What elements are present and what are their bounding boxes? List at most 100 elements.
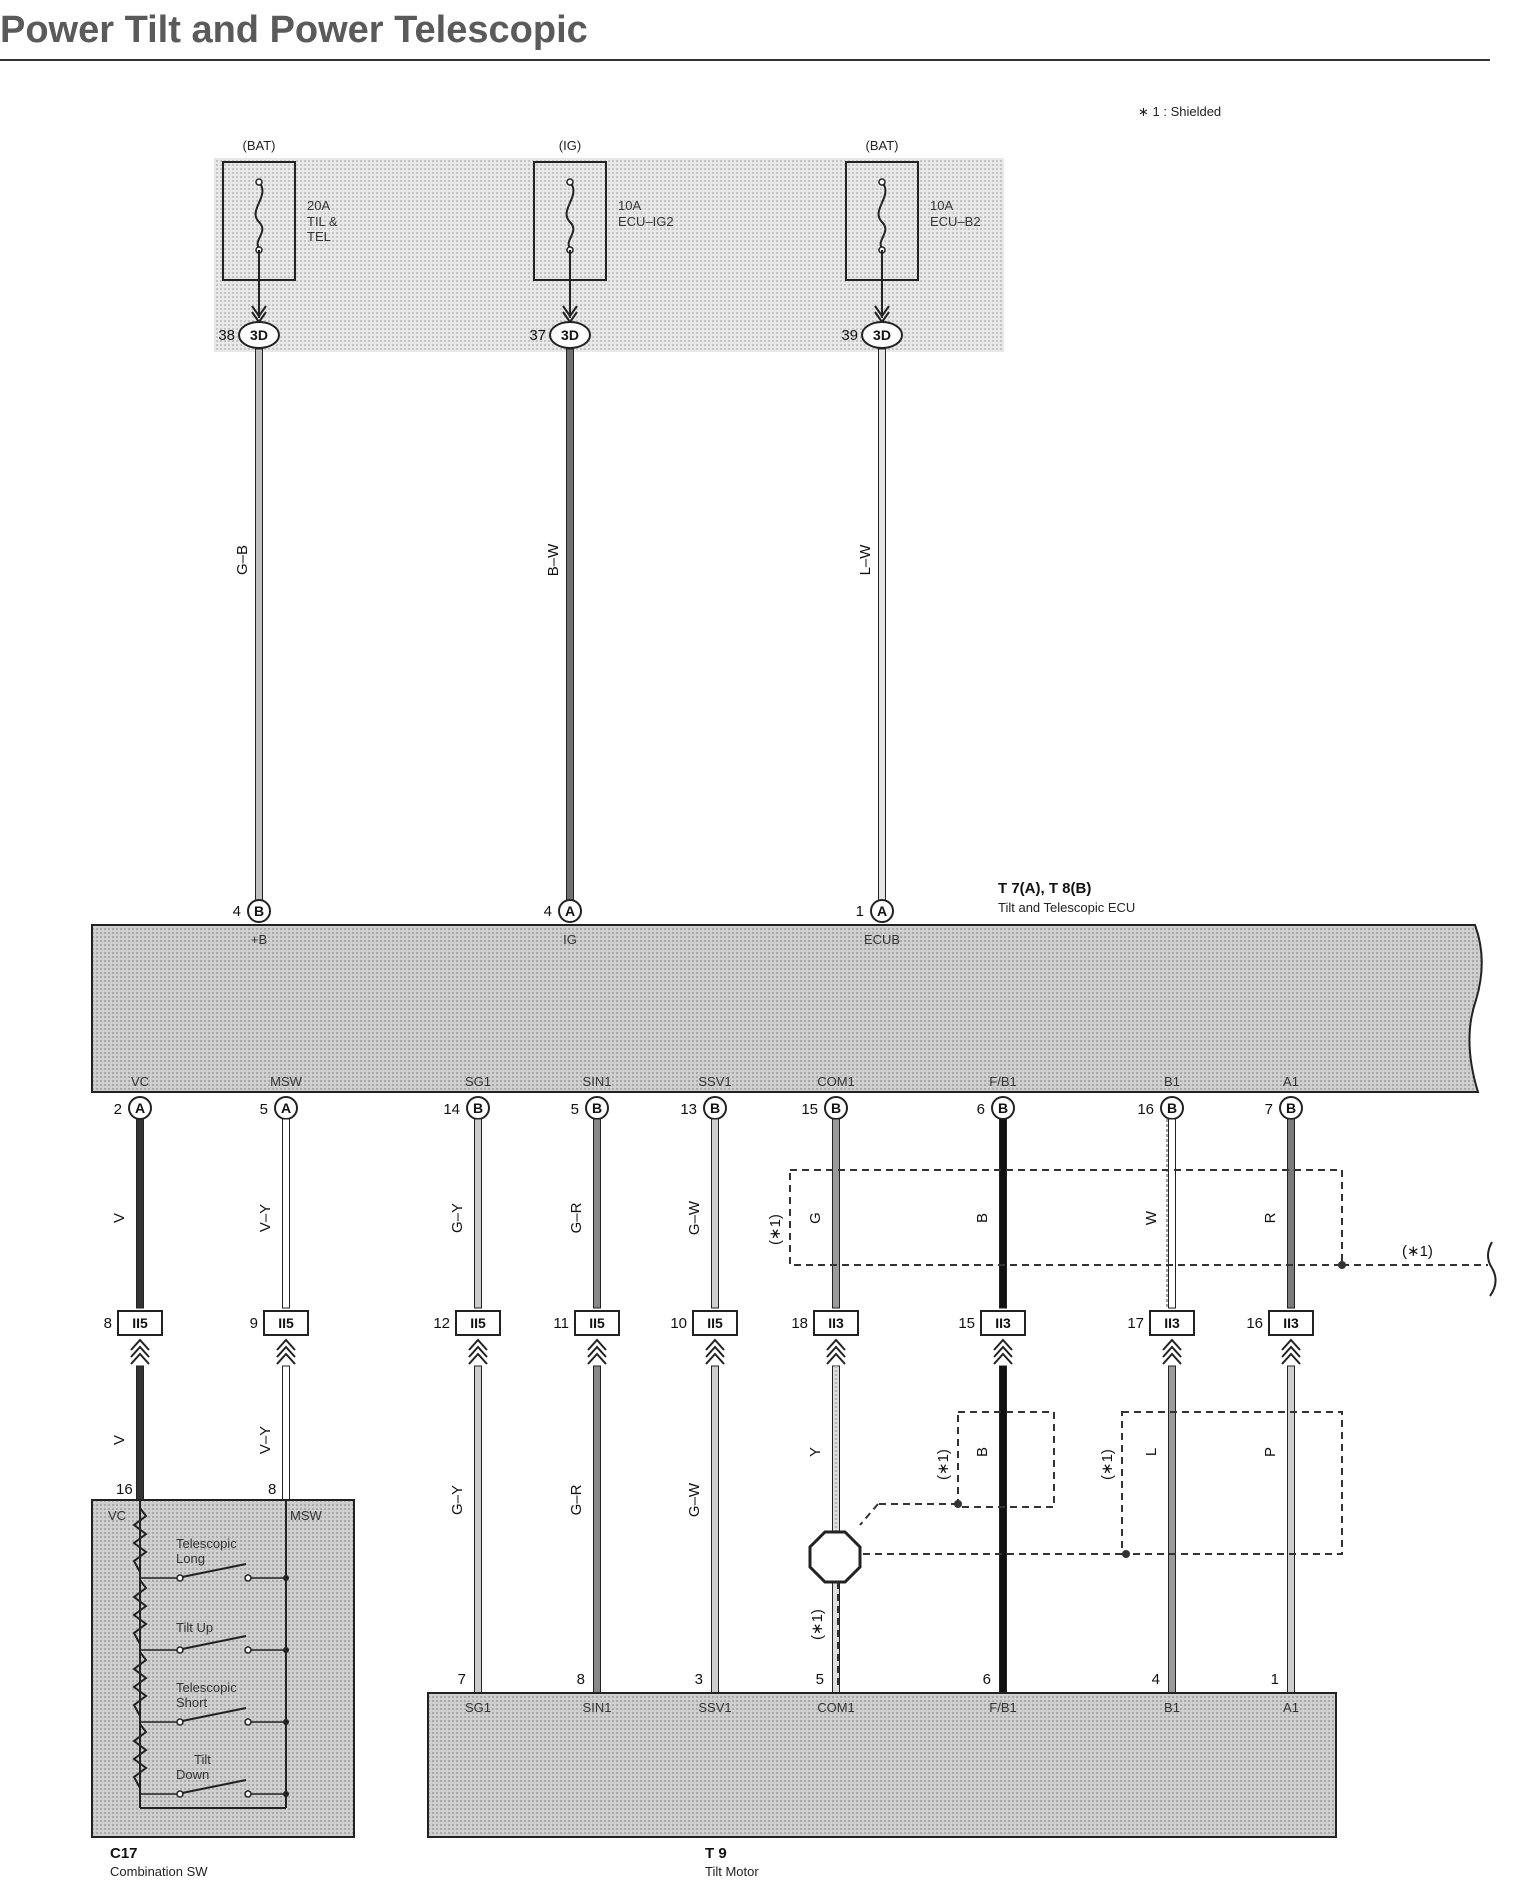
ecu-bottom-pin-8-number: 7 — [1265, 1101, 1273, 1118]
junction-wire-7 — [1168, 1365, 1176, 1694]
ecu-top-pin-0-connector — [247, 899, 271, 923]
tilt-motor-pin-1-number: 8 — [577, 1671, 585, 1688]
switch-1-contact-right — [244, 1646, 252, 1654]
switch-3-resistor-icon — [132, 1723, 148, 1789]
junction-3-id: II5 — [589, 1315, 605, 1331]
switch-3-label-1: Down — [176, 1767, 209, 1782]
fuse-0-connector — [238, 321, 280, 349]
combination-switch-code: C17 — [110, 1845, 138, 1862]
junction-wire-3 — [593, 1365, 601, 1694]
tilt-motor-pin-6-terminal: A1 — [1283, 1700, 1299, 1715]
fuse-0-source: (BAT) — [243, 138, 276, 153]
shield-lower-lp — [1121, 1411, 1343, 1555]
fuse-0-rating: 20A — [307, 198, 330, 213]
ecu-top-pin-2-letter: A — [877, 903, 887, 919]
page-title: Power Tilt and Power Telescopic — [0, 9, 588, 51]
ecu-bottom-pin-5-terminal: COM1 — [817, 1074, 855, 1089]
ecu-top-pin-0-letter: B — [254, 903, 264, 919]
fuse-2-rating: 10A — [930, 198, 953, 213]
junction-4-pin: 10 — [670, 1315, 687, 1332]
fuse-2-terminal-top — [878, 178, 886, 186]
combination-switch-term-msw: MSW — [290, 1508, 323, 1523]
ecu-bottom-pin-0-terminal: VC — [131, 1074, 149, 1089]
shield-label-lower-b: (∗1) — [935, 1449, 952, 1480]
fuse-2-source: (BAT) — [866, 138, 899, 153]
junction-wire-5-label: Y — [807, 1447, 824, 1457]
junction-wire-6-label: B — [974, 1447, 991, 1457]
ecu-bottom-pin-7-letter: B — [1167, 1100, 1177, 1116]
fuse-0-pin: 38 — [218, 327, 235, 344]
junction-2-id: II5 — [470, 1315, 486, 1331]
ecu-bottom-pin-1-terminal: MSW — [270, 1074, 303, 1089]
ecu-top-pin-1-terminal: IG — [563, 932, 577, 947]
ecu-bottom-pin-0-number: 2 — [114, 1101, 122, 1118]
switch-3-label-0: Tilt — [194, 1752, 211, 1767]
switch-0-label-1: Long — [176, 1551, 205, 1566]
junction-wire-1 — [282, 1365, 290, 1501]
ecu-top-pin-2-terminal: ECUB — [864, 932, 900, 947]
switch-0-label-0: Telescopic — [176, 1536, 237, 1551]
shield-label-lower-com: (∗1) — [809, 1609, 826, 1640]
fuse-2-name-0: ECU–B2 — [930, 214, 981, 229]
tilt-motor-pin-3-number: 5 — [816, 1671, 824, 1688]
ecu-bottom-wire-8 — [1287, 1118, 1295, 1309]
wire-break-symbol — [1487, 1241, 1497, 1297]
junction-wire-4 — [711, 1365, 719, 1694]
ecu-bottom-pin-3-letter: B — [592, 1100, 602, 1116]
ecu-box — [91, 924, 1483, 1093]
ecu-top-pin-2-number: 1 — [856, 903, 864, 920]
combination-switch-pin-vc: 16 — [116, 1481, 133, 1498]
junction-6-id: II3 — [995, 1315, 1011, 1331]
junction-6-pin: 15 — [958, 1315, 975, 1332]
junction-6-box — [980, 1310, 1026, 1336]
tilt-motor-pin-6-number: 1 — [1271, 1671, 1279, 1688]
fuse-1-pin: 37 — [529, 327, 546, 344]
shield-note: ∗ 1 : Shielded — [1138, 104, 1221, 119]
switch-3-contact-left — [176, 1790, 184, 1798]
combination-switch-pin-msw: 8 — [268, 1481, 276, 1498]
junction-3-chevron-icon — [587, 1338, 607, 1365]
switch-2-contact-left — [176, 1718, 184, 1726]
ecu-bottom-wire-2-label: G–Y — [449, 1203, 466, 1233]
junction-8-chevron-icon — [1281, 1338, 1301, 1365]
ecu-bottom-wire-7 — [1168, 1118, 1176, 1309]
switch-0-blade — [181, 1563, 247, 1578]
junction-7-box — [1149, 1310, 1195, 1336]
junction-8-box — [1268, 1310, 1314, 1336]
fuse-0-name-1: TEL — [307, 229, 331, 244]
junction-wire-8-label: P — [1262, 1447, 1279, 1457]
ecu-bottom-pin-7-terminal: B1 — [1164, 1074, 1180, 1089]
shield-group: (∗1) (∗1) (∗1) (∗1) (∗1) — [767, 1169, 1497, 1688]
ecu-bottom-pin-4-number: 13 — [680, 1101, 697, 1118]
ecu-bottom-wire-6-label: B — [974, 1213, 991, 1223]
fuse-1-connector — [549, 321, 591, 349]
combination-switch-name: Combination SW — [110, 1864, 208, 1879]
junction-wire-2 — [474, 1365, 482, 1694]
tilt-motor-pin-3-terminal: COM1 — [817, 1700, 855, 1715]
junction-wire-8 — [1287, 1365, 1295, 1694]
tilt-motor-box — [427, 1692, 1337, 1838]
junction-5-box — [813, 1310, 859, 1336]
junction-4-box — [692, 1310, 738, 1336]
junction-7-pin: 17 — [1127, 1315, 1144, 1332]
tilt-motor-name: Tilt Motor — [705, 1864, 759, 1879]
fuse-1-wire-label: B–W — [545, 543, 562, 576]
tilt-motor-pin-2-terminal: SSV1 — [698, 1700, 731, 1715]
ecu-bottom-pin-6-terminal: F/B1 — [989, 1074, 1016, 1089]
tilt-motor-pin-4-number: 6 — [983, 1671, 991, 1688]
ecu-bottom-pin-2-letter: B — [473, 1100, 483, 1116]
ecu-bottom-wire-1-label: V–Y — [257, 1204, 274, 1232]
switch-1-label-0: Tilt Up — [176, 1620, 213, 1635]
ecu-bottom-pin-4-letter: B — [710, 1100, 720, 1116]
ecu-bottom-pin-0-letter: A — [135, 1100, 145, 1116]
fuse-2-element-icon — [877, 181, 887, 249]
ecu-bottom-pin-3-number: 5 — [571, 1101, 579, 1118]
ecu-bottom-pin-1-letter: A — [281, 1100, 291, 1116]
tilt-motor-code: T 9 — [705, 1845, 727, 1862]
ecu-bottom-wire-6 — [999, 1118, 1007, 1309]
tilt-motor-pin-4-terminal: F/B1 — [989, 1700, 1016, 1715]
ecu-top-pin-1-number: 4 — [544, 903, 552, 920]
